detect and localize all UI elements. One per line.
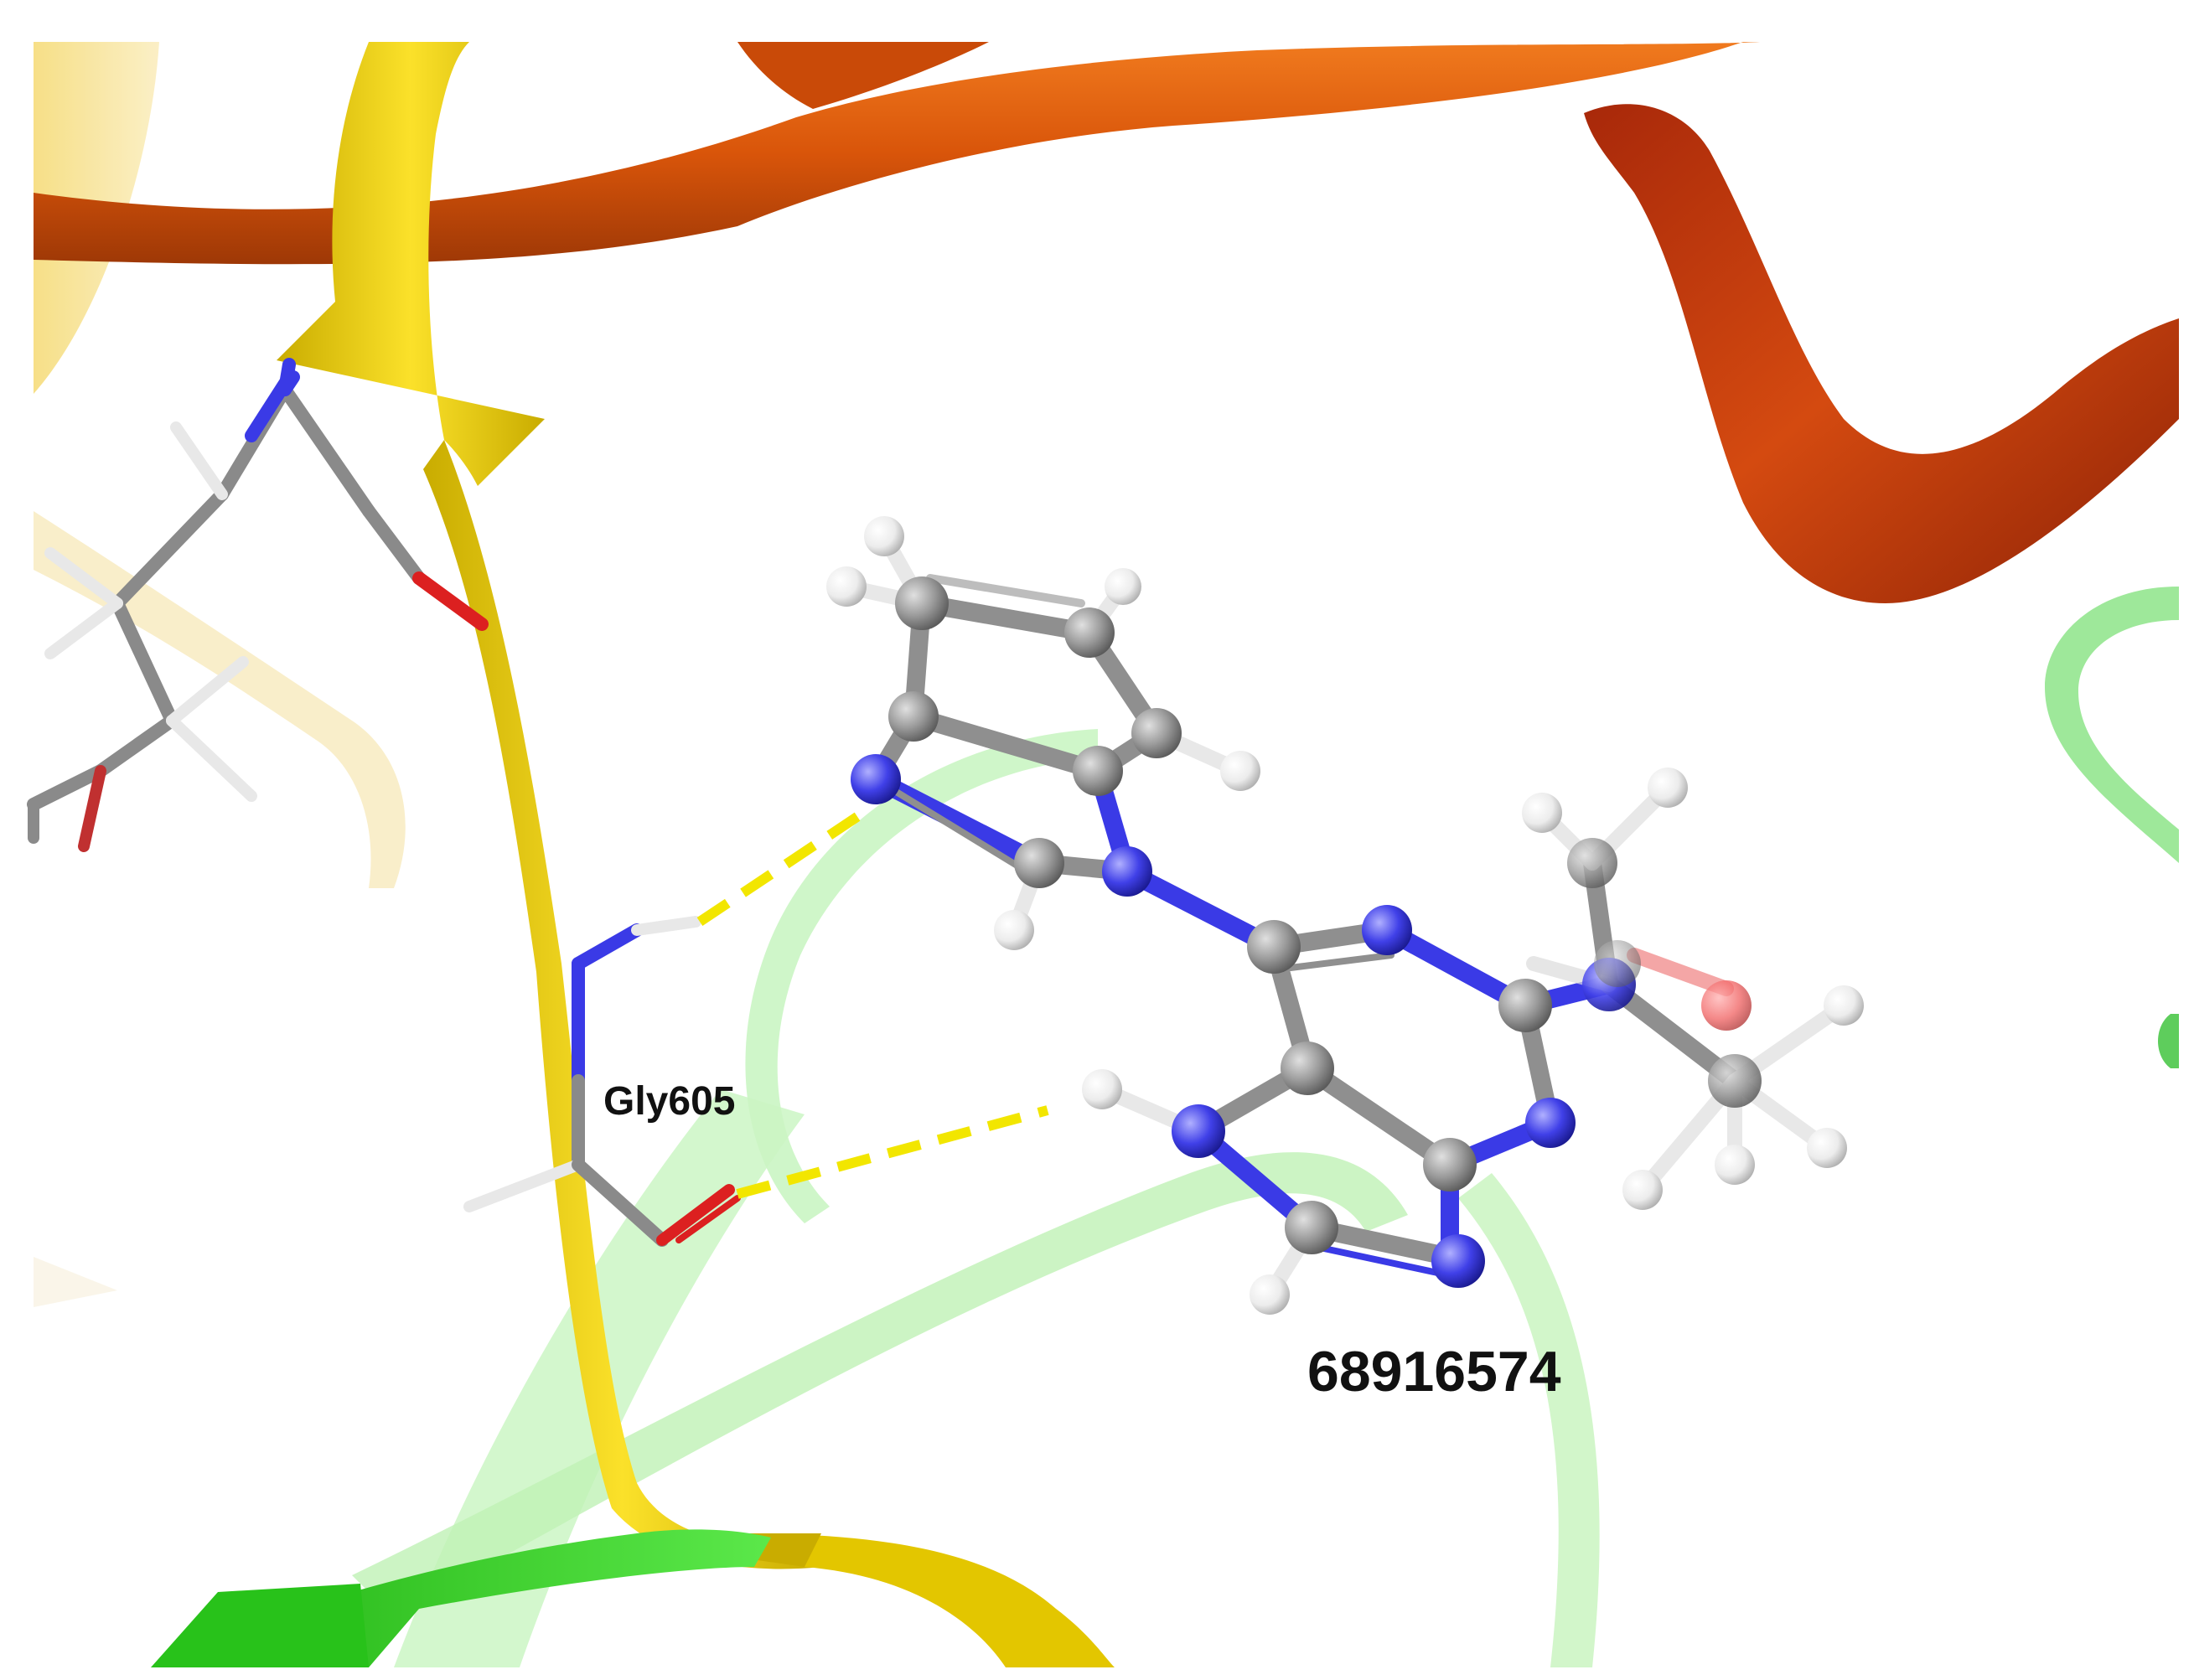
green-fragment-right (2158, 1014, 2179, 1068)
atom-c (1708, 1054, 1762, 1108)
residue-sticks-left (27, 358, 489, 852)
pale-ribbon-left-lower (34, 1257, 117, 1307)
darkorange-ribbon-right (1584, 104, 2179, 603)
atom-h (1715, 1145, 1755, 1185)
atom-o (1701, 980, 1752, 1031)
atom-h (1220, 751, 1260, 791)
ligand-id-label: 68916574 (1307, 1340, 1561, 1403)
atom-c (1014, 838, 1064, 888)
yellow-ribbon-strand (423, 440, 821, 1569)
green-loop-right-edge (2045, 587, 2179, 863)
atom-c (1281, 1042, 1334, 1095)
atom-n (1362, 905, 1412, 955)
hbond-o-to-nh (736, 1105, 1049, 1199)
atom-n (1431, 1234, 1485, 1288)
gly605-sticks (463, 916, 741, 1247)
atom-c (1073, 746, 1123, 796)
yellow-ribbon-arrow-upper (277, 42, 545, 486)
atom-h (1807, 1128, 1847, 1168)
atom-c (1247, 920, 1301, 974)
atom-h (1622, 1170, 1663, 1210)
atom-n (1102, 846, 1152, 897)
atom-h (1648, 768, 1688, 808)
atom-c (1594, 940, 1641, 987)
atom-n (851, 754, 901, 804)
atom-c (895, 576, 949, 630)
atom-c (1285, 1201, 1338, 1254)
ligand-atoms (826, 516, 1864, 1315)
yellow-ribbon-lower-arrow (737, 1533, 1115, 1667)
orange-ribbon-top-left-part (737, 42, 989, 109)
atom-c (1131, 708, 1182, 758)
atom-h (1522, 793, 1562, 833)
pale-yellow-ribbon-mid (34, 511, 406, 888)
atom-h (1082, 1069, 1122, 1109)
atom-c (1423, 1138, 1477, 1192)
orange-ribbon-top (34, 42, 1760, 265)
atom-c (1498, 979, 1552, 1032)
atom-c (1064, 607, 1115, 658)
residue-label: Gly605 (603, 1079, 735, 1124)
atom-h (1824, 985, 1864, 1026)
hbond-nh-to-n (696, 809, 867, 926)
pale-green-ribbon-right (1458, 1173, 1600, 1667)
atom-n (1525, 1098, 1576, 1148)
atom-h (826, 566, 867, 607)
hydrogen-bonds (696, 809, 1049, 1199)
atom-h (1105, 568, 1141, 605)
atom-c (888, 691, 939, 742)
green-ribbon-arrowhead (151, 1584, 369, 1667)
atom-c (1567, 838, 1617, 888)
atom-n (1172, 1104, 1225, 1158)
atom-h (1250, 1274, 1290, 1315)
atom-h (864, 516, 904, 556)
pale-green-loop (745, 729, 1098, 1223)
atom-h (994, 910, 1034, 950)
